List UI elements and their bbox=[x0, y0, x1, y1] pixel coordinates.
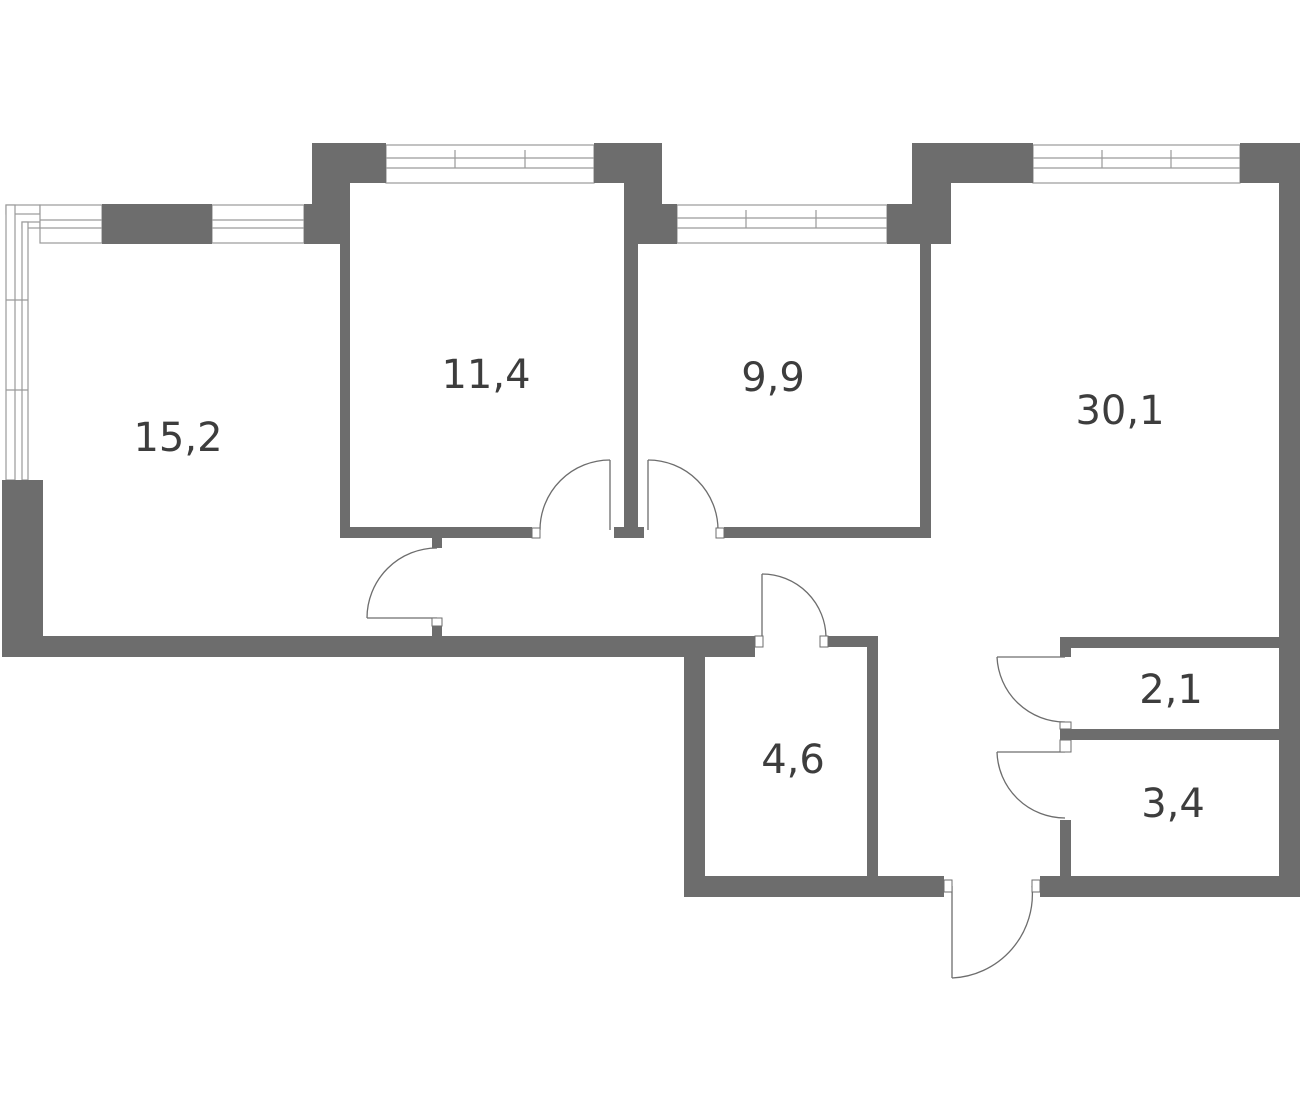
door-entrance bbox=[943, 879, 1041, 979]
doors bbox=[366, 459, 1072, 979]
wall-bottom-right bbox=[1040, 876, 1300, 897]
wall-room3-right bbox=[920, 183, 931, 538]
wall-room5-top-right bbox=[828, 636, 878, 647]
wall-room2-bottom bbox=[340, 527, 532, 538]
area-label-room-2: 11,4 bbox=[441, 352, 530, 398]
wall-bottom-left bbox=[2, 636, 755, 657]
wall-room2-door-stub bbox=[432, 538, 442, 548]
door-room-3 bbox=[647, 459, 725, 539]
area-label-room-3: 9,9 bbox=[741, 355, 805, 401]
wall-pillar-4-top bbox=[1240, 143, 1284, 183]
windows bbox=[5, 144, 1241, 481]
window-room-4 bbox=[1032, 144, 1241, 184]
window-room-2 bbox=[385, 144, 595, 184]
door-room-2 bbox=[531, 459, 611, 539]
wall-right-exterior bbox=[1279, 143, 1300, 897]
window-room-3 bbox=[676, 204, 888, 244]
wall-pillar-3-top bbox=[912, 143, 1033, 183]
wall-bottom-mid bbox=[684, 876, 944, 897]
wall-partition bbox=[624, 183, 638, 538]
wall-left-exterior bbox=[2, 480, 43, 657]
wall-room3-bottom bbox=[724, 527, 931, 538]
door-room-7 bbox=[996, 739, 1072, 819]
door-room-6 bbox=[996, 656, 1072, 730]
wall-room6-bottom bbox=[1060, 729, 1285, 740]
area-label-room-5: 4,6 bbox=[761, 737, 825, 783]
area-label-room-1: 15,2 bbox=[133, 415, 222, 461]
window-left-bay bbox=[5, 204, 305, 481]
wall-room6-top bbox=[1060, 637, 1285, 648]
door-room-5 bbox=[754, 573, 829, 648]
wall-room6-top-stub bbox=[1060, 637, 1071, 657]
wall-room5-left bbox=[684, 647, 705, 897]
area-label-room-6: 2,1 bbox=[1139, 667, 1203, 713]
wall-partition-foot bbox=[614, 527, 644, 538]
wall-pier-left bbox=[102, 204, 212, 244]
wall-room5-right bbox=[867, 636, 878, 886]
room-labels: 15,2 11,4 9,9 30,1 4,6 2,1 3,4 bbox=[133, 352, 1204, 827]
walls bbox=[2, 143, 1300, 897]
wall-room7-left bbox=[1060, 820, 1071, 897]
area-label-room-4: 30,1 bbox=[1075, 388, 1164, 434]
door-room-1 bbox=[366, 547, 443, 627]
wall-door-stub bbox=[432, 626, 442, 638]
wall-room2-left bbox=[340, 183, 350, 538]
area-label-room-7: 3,4 bbox=[1141, 781, 1205, 827]
